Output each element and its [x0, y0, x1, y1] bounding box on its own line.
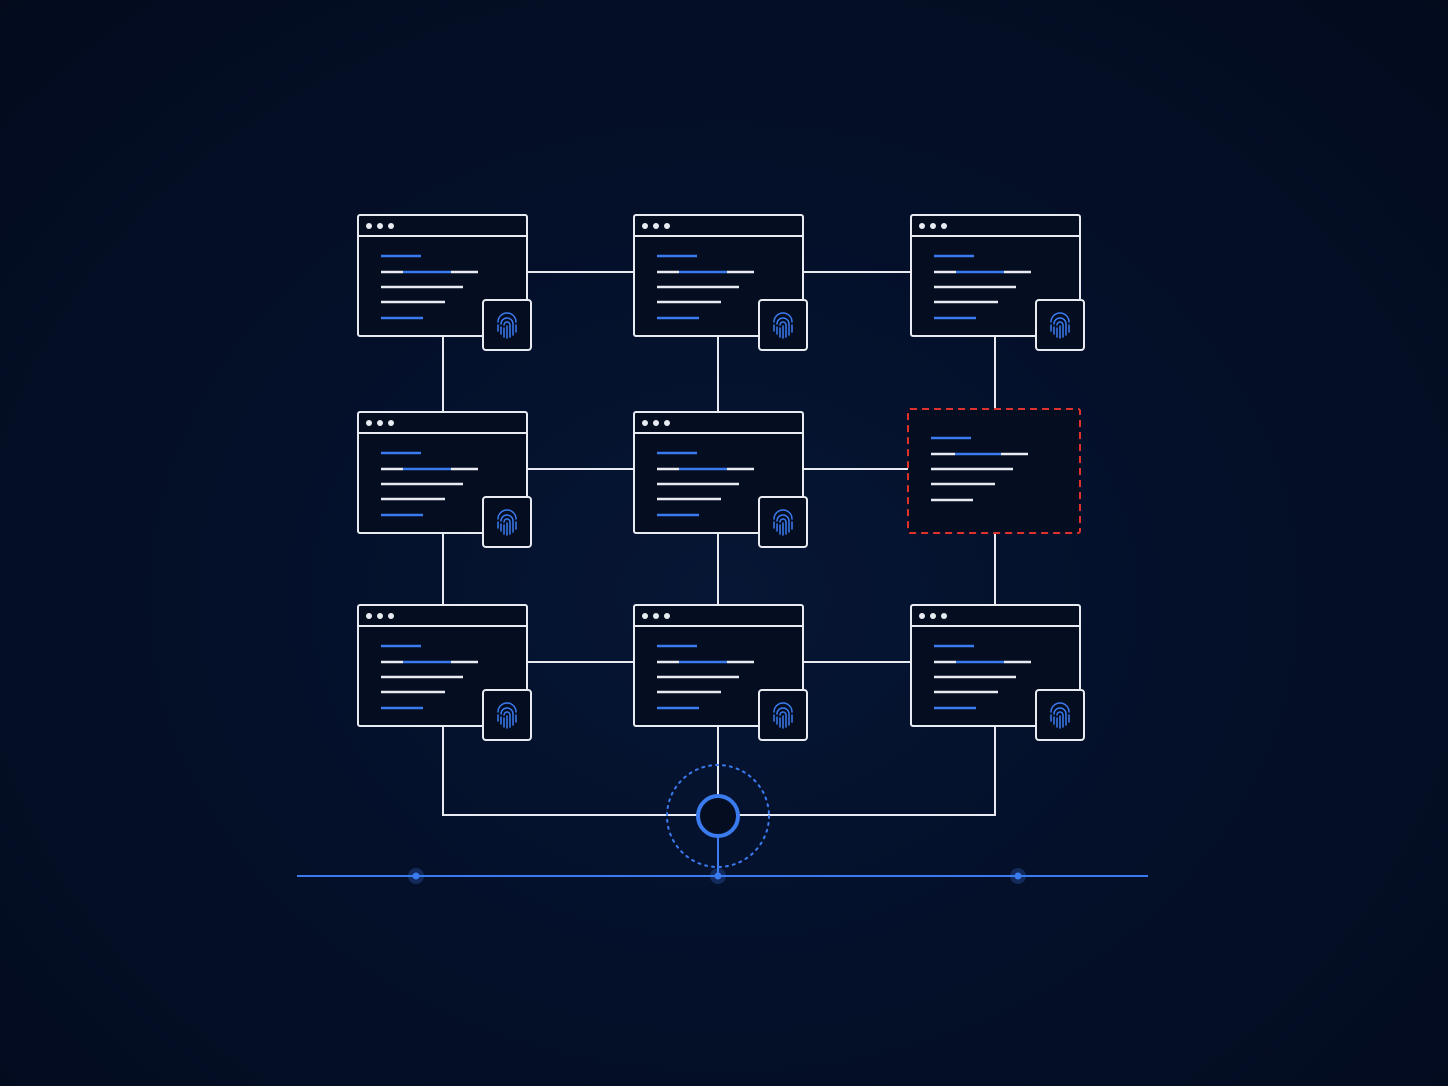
window-dot: [941, 613, 947, 619]
baseline: [297, 868, 1148, 884]
window-dot: [366, 420, 372, 426]
window-dot: [919, 613, 925, 619]
window-dot: [642, 223, 648, 229]
window-r2c2: [633, 411, 808, 548]
compromised-window-frame: [907, 408, 1081, 534]
window-dot: [366, 613, 372, 619]
window-r3c1: [357, 604, 532, 741]
windows-grid: [357, 214, 1085, 741]
window-dot: [388, 613, 394, 619]
window-dot: [653, 223, 659, 229]
window-dot: [930, 613, 936, 619]
fingerprint-badge: [758, 299, 808, 351]
bus-right: [738, 727, 996, 816]
window-dot: [930, 223, 936, 229]
window-r3c3: [910, 604, 1085, 741]
window-dot: [377, 223, 383, 229]
window-dot: [664, 223, 670, 229]
baseline-node: [1014, 872, 1022, 880]
window-r3c2: [633, 604, 808, 741]
fingerprint-badge: [482, 689, 532, 741]
window-r2c1: [357, 411, 532, 548]
hub-node-icon: [696, 794, 740, 838]
fingerprint-badge: [758, 689, 808, 741]
window-dot: [377, 613, 383, 619]
window-dot: [941, 223, 947, 229]
hub: [666, 764, 770, 875]
window-dot: [653, 420, 659, 426]
fingerprint-badge: [1035, 299, 1085, 351]
fingerprint-badge: [482, 299, 532, 351]
window-dot: [664, 420, 670, 426]
window-dot: [642, 420, 648, 426]
fingerprint-badge: [1035, 689, 1085, 741]
window-r1c2: [633, 214, 808, 351]
fingerprint-badge: [482, 496, 532, 548]
baseline-node: [412, 872, 420, 880]
window-dot: [664, 613, 670, 619]
window-dot: [388, 223, 394, 229]
window-dot: [366, 223, 372, 229]
window-r2c3: [907, 408, 1081, 534]
window-dot: [642, 613, 648, 619]
window-dot: [919, 223, 925, 229]
window-dot: [653, 613, 659, 619]
baseline-node: [714, 872, 722, 880]
window-r1c3: [910, 214, 1085, 351]
window-r1c1: [357, 214, 532, 351]
window-dot: [388, 420, 394, 426]
bus-left: [442, 727, 699, 816]
window-dot: [377, 420, 383, 426]
fingerprint-badge: [758, 496, 808, 548]
connector-lines: [442, 271, 996, 816]
